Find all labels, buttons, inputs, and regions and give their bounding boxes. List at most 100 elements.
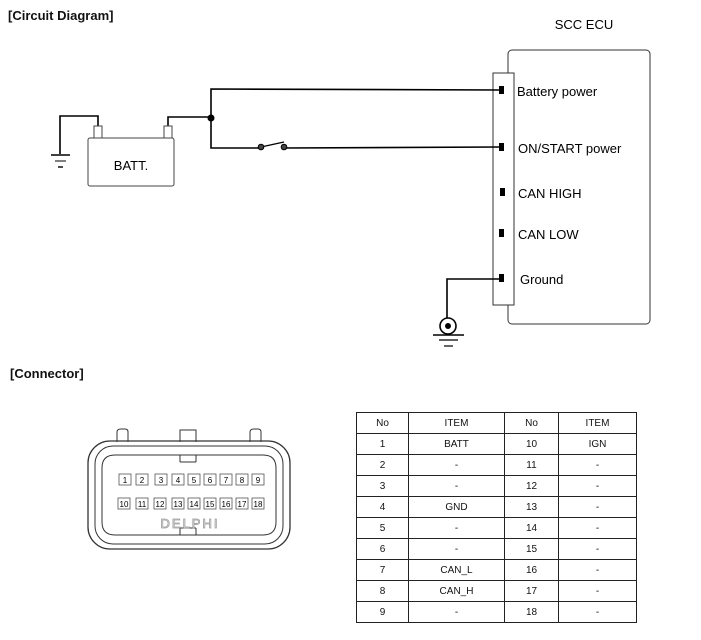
pin-label: Battery power [517, 84, 598, 99]
pin-item-cell: - [408, 517, 505, 539]
header-no: No [356, 412, 409, 434]
connector-pin-number: 10 [120, 500, 129, 509]
connector-latch-center [179, 429, 197, 442]
connector-pin-number: 15 [206, 500, 215, 509]
pin-number-cell: 18 [504, 601, 559, 623]
pin-terminal [500, 188, 505, 196]
pin-number-cell: 9 [356, 601, 409, 623]
connector-drawing [87, 428, 291, 550]
table-row: 9-18- [356, 601, 637, 623]
connector-pin: 5 [187, 473, 201, 486]
pin-number-cell: 17 [504, 580, 559, 602]
pin-number-cell: 13 [504, 496, 559, 518]
pin-item-cell: - [408, 538, 505, 560]
connector-pin: 7 [219, 473, 233, 486]
pin-item-cell: IGN [558, 433, 637, 455]
pin-item-cell: - [408, 601, 505, 623]
header-no: No [504, 412, 559, 434]
pin-number-cell: 15 [504, 538, 559, 560]
pin-item-cell: - [408, 475, 505, 497]
wire-batt-negative [59, 115, 99, 154]
pin-label: CAN HIGH [518, 186, 582, 201]
connector-pin-number: 5 [192, 476, 197, 485]
connector-pin-number: 12 [156, 500, 165, 509]
pin-item-cell: CAN_H [408, 580, 505, 602]
connector-pin: 6 [203, 473, 217, 486]
ignition-switch-icon [257, 141, 288, 151]
connector-pin: 18 [251, 497, 265, 510]
chassis-ground-icon [433, 317, 464, 347]
wires [59, 88, 500, 318]
table-row: 2-11- [356, 454, 637, 476]
pin-number-cell: 10 [504, 433, 559, 455]
pin-item-cell: - [558, 601, 637, 623]
table-row: 3-12- [356, 475, 637, 497]
connector-pin-number: 18 [254, 500, 263, 509]
pin-item-cell: - [558, 580, 637, 602]
ecu-label: SCC ECU [555, 17, 614, 32]
pin-item-cell: - [408, 454, 505, 476]
wire-battery-power [210, 88, 500, 118]
pin-number-cell: 3 [356, 475, 409, 497]
wire-batt-positive [167, 116, 211, 126]
connector-inner-shell [94, 445, 284, 545]
battery-icon: BATT. [87, 125, 175, 187]
wire-on-start [283, 146, 500, 149]
pin-item-cell: - [558, 475, 637, 497]
ecu-pin-ground: Ground [499, 272, 563, 287]
pin-item-cell: - [558, 538, 637, 560]
connector-pin-number: 4 [176, 476, 181, 485]
pin-terminal [499, 86, 504, 94]
connector-pin: 12 [153, 497, 167, 510]
connector-latch-left [116, 428, 129, 442]
connector-pin-number: 1 [123, 476, 128, 485]
connector-pin: 13 [171, 497, 185, 510]
battery-label: BATT. [114, 158, 148, 173]
connector-pin-number: 11 [138, 500, 147, 509]
connector-pin-number: 6 [208, 476, 213, 485]
pin-item-cell: - [558, 496, 637, 518]
connector-pin-number: 3 [159, 476, 164, 485]
connector-pin: 11 [135, 497, 149, 510]
pin-label: CAN LOW [518, 227, 579, 242]
pin-number-cell: 5 [356, 517, 409, 539]
pin-number-cell: 12 [504, 475, 559, 497]
header-item: ITEM [408, 412, 505, 434]
ecu-pin-can-high: CAN HIGH [500, 186, 582, 201]
connector-title: [Connector] [10, 366, 84, 381]
connector-pin-number: 8 [240, 476, 245, 485]
connector-pin-number: 7 [224, 476, 229, 485]
circuit-diagram-title: [Circuit Diagram] [8, 8, 114, 23]
pin-number-cell: 1 [356, 433, 409, 455]
pin-label: Ground [520, 272, 563, 287]
connector-pin: 16 [219, 497, 233, 510]
ecu-pin-can-low: CAN LOW [499, 227, 579, 242]
connector-cavity [101, 454, 277, 536]
pin-terminal [499, 143, 504, 151]
connector-pin: 1 [118, 473, 132, 486]
connector-outer-shell [87, 440, 291, 550]
header-item: ITEM [558, 412, 637, 434]
ecu-pin-on-start-power: ON/START power [499, 141, 622, 156]
pin-label: ON/START power [518, 141, 622, 156]
pin-item-cell: - [558, 559, 637, 581]
pin-number-cell: 6 [356, 538, 409, 560]
connector-pin: 3 [154, 473, 168, 486]
connector-pin: 15 [203, 497, 217, 510]
connector-pin: 14 [187, 497, 201, 510]
connector-pin-number: 2 [140, 476, 145, 485]
pin-number-cell: 2 [356, 454, 409, 476]
table-row: 5-14- [356, 517, 637, 539]
connector-brand: DELPHI [161, 516, 220, 531]
connector-pin-number: 17 [238, 500, 247, 509]
pin-number-cell: 7 [356, 559, 409, 581]
pin-terminal [499, 274, 504, 282]
pin-number-cell: 4 [356, 496, 409, 518]
pin-number-cell: 11 [504, 454, 559, 476]
connector-pin: 10 [117, 497, 131, 510]
pin-number-cell: 16 [504, 559, 559, 581]
